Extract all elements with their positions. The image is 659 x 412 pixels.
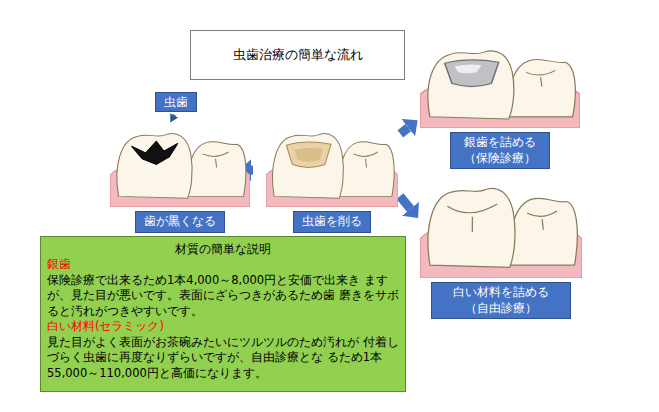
note-heading: 材質の簡単な説明 (47, 241, 399, 257)
material-text: 保険診療で出来るため1本4,000～8,000円と安価で出来き ますが、見た目が… (47, 273, 399, 320)
molar (117, 134, 192, 199)
caption-text: 白い材料を詰める （自由診療） (453, 285, 549, 315)
material-name: 白い材料(セラミック) (47, 319, 399, 335)
callout-box: 虫歯 (155, 92, 197, 112)
fissure (527, 211, 557, 230)
tooth-panel: 虫歯を削る (266, 125, 398, 233)
caption-box: 歯が黒くなる (135, 211, 225, 233)
fissure (353, 152, 377, 167)
caption-text: 銀歯を詰める （保険診療） (464, 135, 536, 165)
molar (428, 188, 515, 267)
callout-label: 虫歯 (164, 95, 188, 109)
tooth-illustration (266, 125, 398, 207)
tooth-illustration (420, 42, 580, 128)
caption-box: 銀歯を詰める （保険診療） (450, 132, 550, 169)
silver-filling (445, 60, 499, 87)
flow-arrow (173, 113, 176, 117)
molar (508, 59, 575, 116)
tooth-panel: 銀歯を詰める （保険診療） (420, 42, 580, 169)
molar (509, 198, 577, 265)
tooth-illustration (420, 178, 582, 278)
cavity (132, 141, 178, 164)
tooth-illustration (110, 125, 250, 207)
hole-shade (294, 148, 322, 162)
white-filling-fissure (447, 204, 497, 232)
flow-arrow (251, 166, 253, 175)
caption-text: 歯が黒くなる (144, 214, 216, 228)
material-text: 見た目がよく表面がお茶碗みたいにツルツルのため汚れが 付着しづらく虫歯に再度なり… (47, 335, 399, 382)
caption-text: 虫歯を削る (302, 214, 362, 228)
tooth-panel: 歯が黒くなる (110, 125, 250, 233)
filling-highlight (454, 64, 481, 73)
molar (187, 142, 246, 197)
caption-box: 白い材料を詰める （自由診療） (431, 282, 571, 319)
tooth-panel: 白い材料を詰める （自由診療） (420, 178, 582, 319)
material-name: 銀歯 (47, 257, 399, 273)
molar (272, 134, 343, 199)
title-box: 虫歯治療の簡単な流れ (190, 30, 405, 80)
fissure (526, 70, 556, 86)
note-box: 材質の簡単な説明銀歯保険診療で出来るため1本4,000～8,000円と安価で出来… (40, 236, 406, 392)
molar (428, 51, 514, 119)
title-text: 虫歯治療の簡単な流れ (233, 46, 363, 64)
flow-arrow (400, 128, 408, 134)
fissure (203, 152, 229, 167)
molar (339, 142, 394, 197)
flow-arrow (400, 196, 411, 209)
caption-box: 虫歯を削る (293, 211, 371, 233)
drilled-hole (286, 142, 331, 167)
